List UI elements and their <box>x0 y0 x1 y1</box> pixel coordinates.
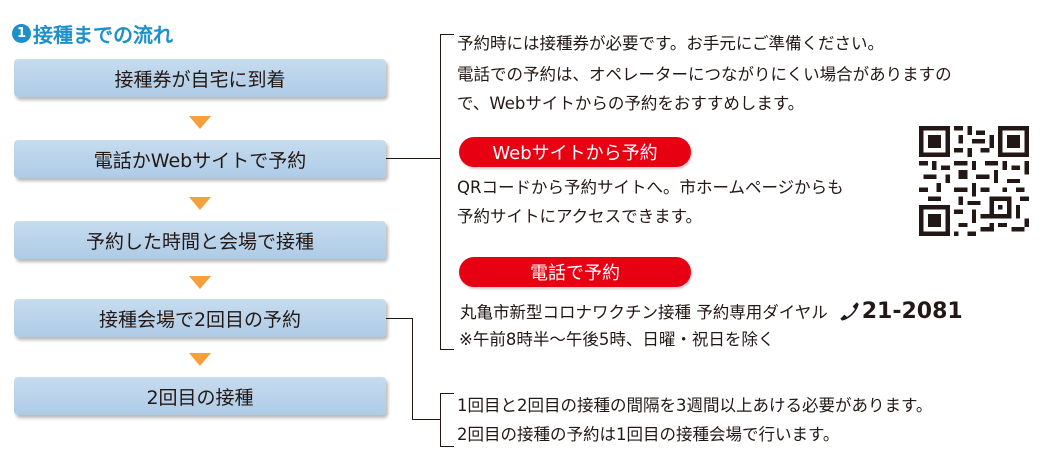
section-title: 接種までの流れ <box>33 22 173 47</box>
flow-step-4: 接種会場で2回目の予約 <box>14 299 386 337</box>
flow-step-2: 電話かWebサイトで予約 <box>14 140 386 178</box>
intro-line-3: で、Webサイトからの予約をおすすめします。 <box>457 94 805 113</box>
flow-step-3: 予約した時間と会場で接種 <box>14 221 386 259</box>
number-badge: 1 <box>12 23 31 43</box>
bracket-line <box>440 446 454 447</box>
flow-step-5: 2回目の接種 <box>14 377 386 415</box>
section-heading: 1 接種までの流れ <box>12 18 173 48</box>
bracket-line <box>440 34 454 35</box>
intro-line-2: 電話での予約は、オペレーターにつながりにくい場合がありますの <box>457 65 952 84</box>
phone-reservation-badge: 電話で予約 <box>459 257 691 287</box>
phone-row: 丸亀市新型コロナワクチン接種 予約専用ダイヤル 21-2081 <box>460 295 963 327</box>
bracket-line <box>440 393 454 394</box>
web-reservation-badge: Webサイトから予約 <box>459 137 691 167</box>
second-dose-note-1: 1回目と2回目の接種の間隔を3週間以上あける必要があります。 <box>457 396 933 415</box>
connector-line <box>412 419 440 420</box>
web-line-1: QRコードから予約サイトへ。市ホームページからも <box>457 178 844 197</box>
bracket-line <box>440 34 441 350</box>
qr-code-icon[interactable] <box>919 126 1029 236</box>
connector-line <box>386 158 440 159</box>
intro-line-1: 予約時には接種券が必要です。お手元にご準備ください。 <box>457 34 885 53</box>
connector-line <box>412 318 413 420</box>
phone-hours-note: ※午前8時半～午後5時、日曜・祝日を除く <box>459 330 775 349</box>
second-dose-note-2: 2回目の接種の予約は1回目の接種会場で行います。 <box>457 425 840 444</box>
down-arrow-icon <box>189 276 211 289</box>
web-line-2: 予約サイトにアクセスできます。 <box>457 207 703 226</box>
phone-icon <box>840 302 859 321</box>
flow-step-1: 接種券が自宅に到着 <box>14 59 386 97</box>
phone-label: 丸亀市新型コロナワクチン接種 予約専用ダイヤル <box>460 303 828 322</box>
bracket-line <box>440 393 441 447</box>
bracket-line <box>440 349 454 350</box>
down-arrow-icon <box>189 197 211 210</box>
connector-line <box>386 318 413 319</box>
down-arrow-icon <box>189 116 211 129</box>
phone-number[interactable]: 21-2081 <box>861 298 963 324</box>
down-arrow-icon <box>189 353 211 366</box>
